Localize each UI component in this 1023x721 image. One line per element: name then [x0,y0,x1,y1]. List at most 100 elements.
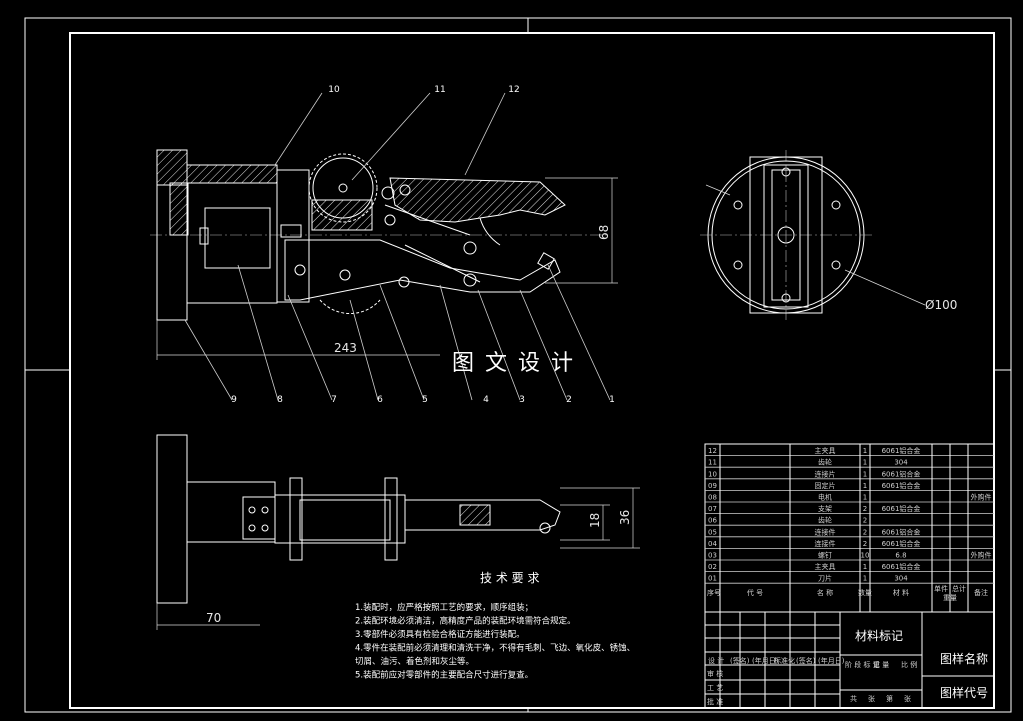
bom-name: 电机 [818,493,832,502]
bom-name: 齿轮 [818,516,832,525]
watermark-text: 图 文 设 计 [452,351,575,376]
tb-stage-label: 比 例 [901,660,917,669]
balloon-10: 10 [328,85,340,95]
bom-material: 6061铝合金 [882,527,921,536]
bom-header-weight: 重量 [943,594,957,602]
tb-left-label: 审 核 [707,669,723,678]
tb-row-label: (签名) [730,656,750,665]
tb-stage-label: 阶 段 标 记 [845,660,880,669]
tb-row-label: 设 计 [708,656,724,665]
bom-qty: 2 [863,517,867,525]
bom-qty: 10 [861,552,870,560]
dim-overall-length: 243 [334,341,357,355]
bom-material: 6061铝合金 [882,562,921,571]
tech-item: 3.零部件必须具有检验合格证方能进行装配。 [355,629,525,640]
bom-no: 05 [708,528,717,536]
top-view [156,434,640,630]
bom-name: 连接件 [815,539,836,548]
balloon-5: 5 [422,395,428,405]
bom-no: 06 [708,517,717,525]
bom-note: 外购件 [971,493,992,502]
bom-qty: 1 [863,563,867,571]
bom-no: 12 [708,447,717,455]
balloon-7: 7 [331,395,337,405]
tb-row-label: 标准化 [774,656,795,665]
tech-title: 技 术 要 求 [480,571,539,585]
bom-no: 09 [708,482,717,490]
balloon-4: 4 [483,395,489,405]
dim-diameter: Ø100 [925,298,957,312]
bom-material: 6.8 [895,552,906,560]
bom-no: 08 [708,494,717,502]
bom-no: 11 [708,459,717,467]
bom-material: 6061铝合金 [882,504,921,513]
tb-sheet-label: 共 [850,694,857,703]
bom-no: 03 [708,552,717,560]
bom-header-no: 序号 [707,588,721,597]
bom-name: 齿轮 [818,458,832,467]
tb-sheet-label: 张 [904,694,911,703]
bom-header-unit: 单件 [934,584,948,593]
balloon-6: 6 [377,395,383,405]
bom-header-material: 材 料 [893,588,909,597]
bom-no: 02 [708,563,717,571]
balloon-3: 3 [519,395,525,405]
bom-no: 10 [708,470,717,478]
drawing-code: 图样代号 [940,685,988,700]
bom-name: 主夹具 [815,446,836,455]
tb-left-label: 批 准 [707,697,723,706]
dim-width-36: 36 [618,510,632,525]
bom-header-qty: 数量 [858,588,872,597]
drawing-name: 图样名称 [940,651,988,666]
outer-frame [24,17,1012,713]
bom-header-total: 总计 [952,584,966,593]
bom-name: 连接片 [815,469,836,478]
dim-bottom-length: 70 [206,611,221,625]
tb-sheet-label: 第 [886,694,893,703]
tech-item: 1.装配时，应严格按照工艺的要求，顺序组装； [355,602,533,613]
tech-item: 切屑、油污、着色剂和灰尘等。 [355,656,474,667]
bom-name: 支架 [818,504,832,513]
bom-header-name: 名 称 [817,588,833,597]
tech-item: 5.装配前应对零部件的主要配合尺寸进行复查。 [355,670,533,681]
tb-row-label: (签名) [796,656,816,665]
bom-header-note: 备注 [974,588,988,597]
tb-sheet-label: 张 [868,694,875,703]
bom-no: 01 [708,575,717,583]
tb-row-label: (年月日) [752,656,779,665]
dim-height: 68 [597,225,611,240]
bom-qty: 2 [863,528,867,536]
bom-qty: 2 [863,505,867,513]
side-view [700,150,926,320]
bom-table [704,443,995,613]
bom-no: 07 [708,505,717,513]
bom-qty: 1 [863,470,867,478]
tb-row-label: (年月日) [818,656,845,665]
balloon-9: 9 [231,395,237,405]
bom-qty: 2 [863,540,867,548]
material-mark: 材料标记 [855,629,903,643]
bom-qty: 1 [863,494,867,502]
front-view [150,92,618,401]
bom-qty: 1 [863,482,867,490]
balloon-8: 8 [277,395,283,405]
tb-stage-label: 重 量 [873,661,889,669]
title-block [704,611,995,709]
tech-requirements: 1.装配时，应严格按照工艺的要求，顺序组装；2.装配环境必须清洁，高精度产品的装… [355,602,635,681]
bom-qty: 1 [863,575,867,583]
bom-name: 螺钉 [818,551,832,560]
title-block-labels: 设 计(签名)(年月日)标准化(签名)(年月日)阶 段 标 记重 量比 例共张第… [707,656,917,706]
bom-material: 6061铝合金 [882,446,921,455]
bom-qty: 1 [863,447,867,455]
bom-note: 外购件 [971,551,992,560]
balloon-11: 11 [434,85,445,95]
bom-material: 6061铝合金 [882,481,921,490]
bom-name: 连接件 [815,527,836,536]
bom-qty: 1 [863,459,867,467]
bom-no: 04 [708,540,717,548]
balloon-1: 1 [609,395,615,405]
balloon-2: 2 [566,395,572,405]
